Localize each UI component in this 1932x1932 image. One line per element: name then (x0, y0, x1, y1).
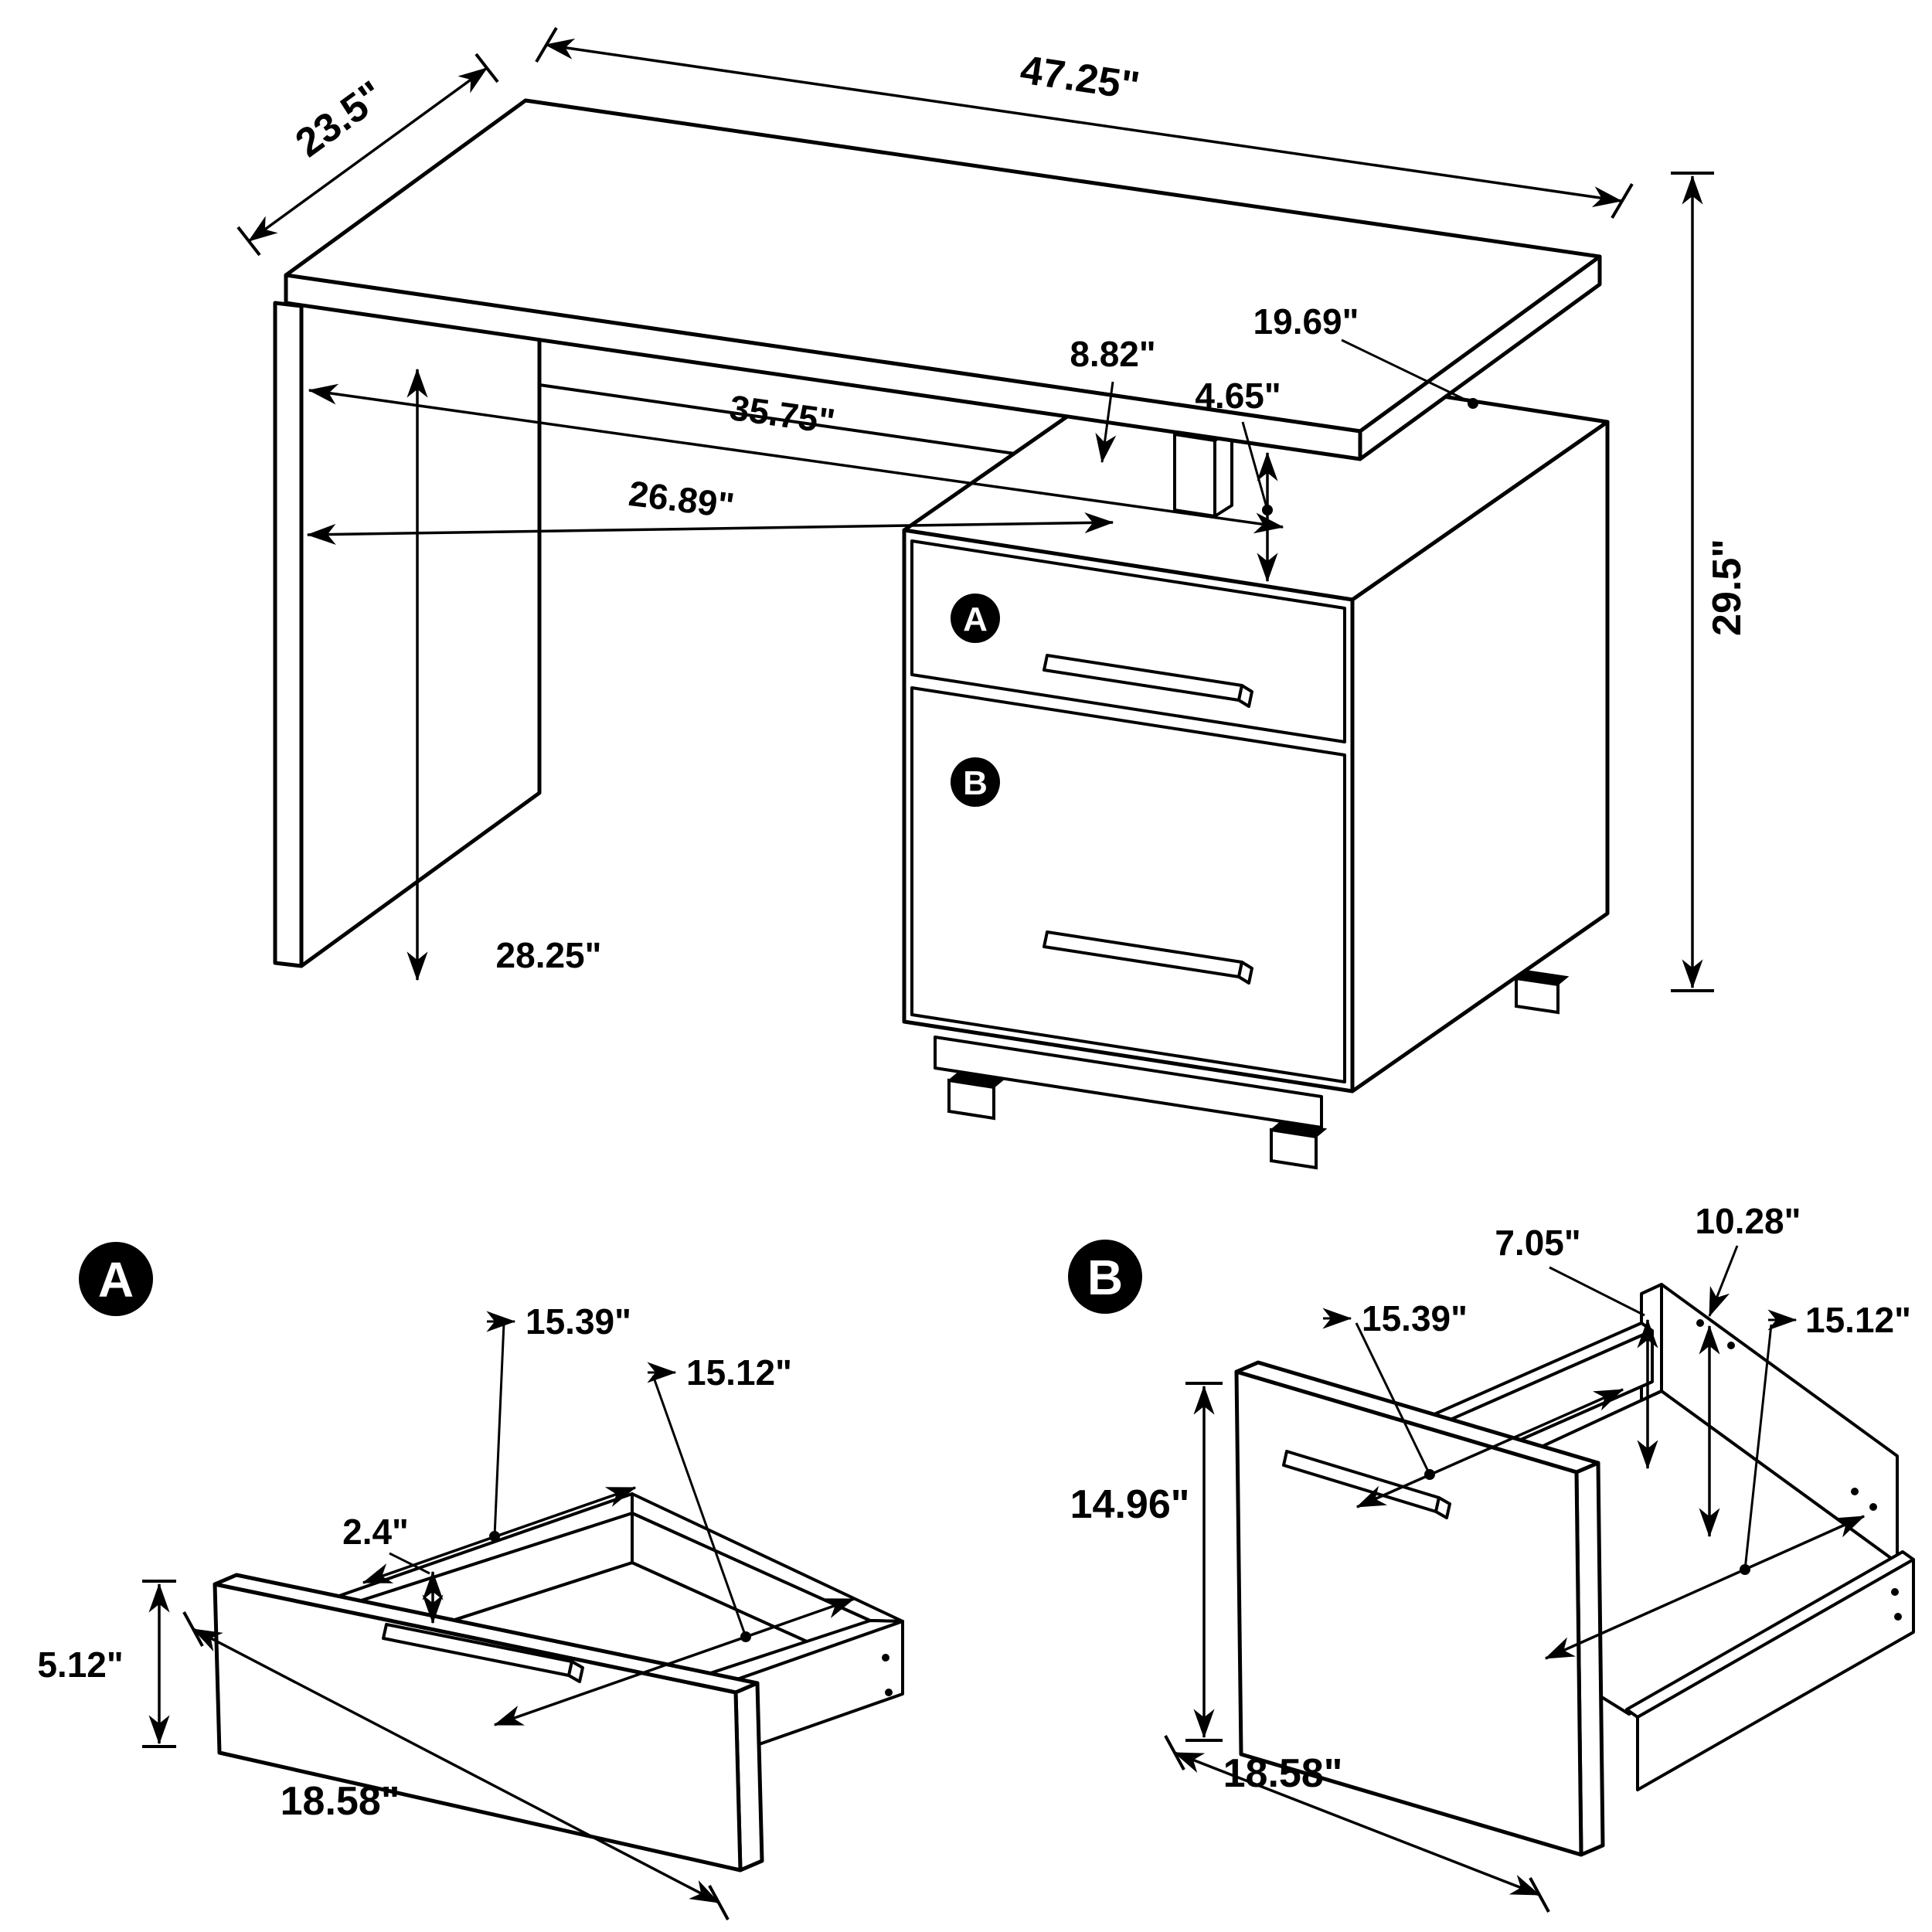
dim-width-label: 47.25" (1018, 47, 1143, 109)
detail-b-view: B (1068, 1201, 1915, 1913)
dim-cabinet-depth-label: 19.69" (1253, 301, 1359, 342)
door-b-badge-letter: B (963, 764, 988, 802)
dim-b-front-height: 14.96" (1070, 1382, 1223, 1742)
dim-b-interior-width: 15.39" (1322, 1298, 1624, 1509)
dim-a-front-width-label: 18.58" (281, 1779, 400, 1824)
dim-overhang: 8.82" (1070, 334, 1156, 464)
pedestal-cabinet: A B (902, 350, 1610, 1170)
door-b-front (910, 686, 1346, 1083)
cabinet-feet (947, 969, 1570, 1170)
detail-b-dimensions: 10.28" 7.05" 15.39" 15. (1070, 1201, 1911, 1913)
dim-b-front-height-label: 14.96" (1070, 1482, 1190, 1527)
drawer-a-handle (1043, 654, 1253, 708)
dim-cabinet-depth: 19.69" (1253, 301, 1478, 409)
dim-b-interior-depth-label: 15.12" (1805, 1300, 1911, 1340)
door-b-handle (1043, 930, 1253, 985)
dim-gap-label: 4.65" (1195, 376, 1281, 416)
dim-a-interior-width: 15.39" (362, 1301, 637, 1584)
dim-knee-space-label: 26.89" (627, 473, 736, 526)
desktop-end-face (1358, 254, 1602, 461)
detail-a-view: A (37, 1242, 904, 1920)
dim-a-front-height-label: 5.12" (37, 1645, 123, 1685)
desk-isometric-view: A B 23.5" (236, 26, 1750, 1170)
drawer-a-badge: A (951, 594, 1000, 643)
dim-b-front-width: 18.58" (1164, 1735, 1550, 1913)
dim-height: 29.5" (1671, 172, 1750, 992)
drawer-a-badge-letter: A (963, 600, 988, 638)
dim-b-back-width-label: 10.28" (1696, 1201, 1801, 1241)
dim-b-side-height-label: 7.05" (1495, 1223, 1580, 1263)
dim-b-interior-width-label: 15.39" (1362, 1298, 1468, 1338)
dim-a-interior-depth-label: 15.12" (686, 1352, 792, 1393)
support-post (1173, 428, 1233, 518)
dim-b-side-height: 7.05" (1495, 1223, 1658, 1470)
dim-a-front-height: 5.12" (37, 1580, 176, 1748)
dim-overhang-label: 8.82" (1070, 334, 1155, 374)
detail-b-badge-letter: B (1087, 1250, 1123, 1305)
dim-b-interior-depth: 15.12" (1544, 1300, 1911, 1660)
detail-a-badge: A (79, 1242, 153, 1316)
dim-panel-height: 28.25" (406, 368, 602, 981)
dim-a-interior-width-label: 15.39" (526, 1301, 631, 1342)
dim-a-rim-label: 2.4" (342, 1512, 409, 1552)
dim-depth-label: 23.5" (287, 73, 393, 166)
detail-a-dimensions: 2.4" 15.39" 15.12" (37, 1301, 855, 1920)
dim-panel-height-label: 28.25" (496, 935, 602, 975)
plinth (934, 1036, 1323, 1129)
detail-a-badge-letter: A (98, 1252, 134, 1308)
detail-b-badge: B (1068, 1240, 1142, 1314)
dim-b-back-width: 10.28" (1696, 1201, 1801, 1538)
dim-height-label: 29.5" (1705, 539, 1750, 636)
dim-a-front-width: 18.58" (182, 1611, 730, 1920)
door-b-badge: B (951, 757, 1000, 807)
dim-b-front-width-label: 18.58" (1223, 1751, 1343, 1796)
